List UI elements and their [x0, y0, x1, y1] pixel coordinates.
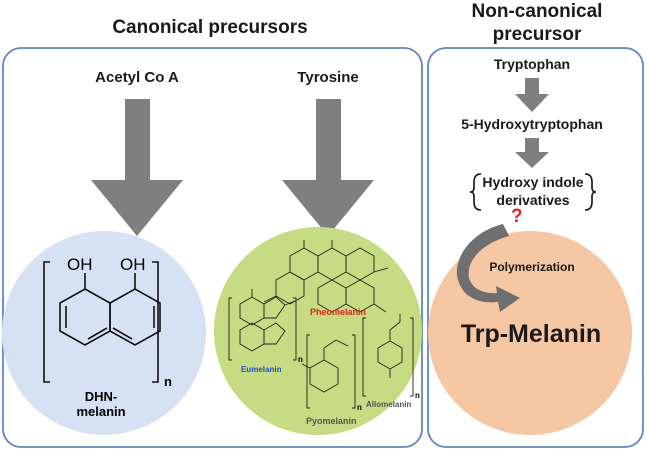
indole-right-brace: [584, 173, 597, 211]
question-mark: ?: [511, 206, 523, 227]
tyrosine-melanins-circle: [214, 227, 422, 435]
eumelanin-subscript-n: n: [298, 355, 303, 364]
tyrosine-arrow: [282, 99, 374, 236]
dhn-label-line1: DHN-: [85, 389, 118, 404]
eumelanin-label: Eumelanin: [241, 365, 282, 374]
canonical-panel: [2, 47, 423, 448]
acetyl-coa-label: Acetyl Co A: [95, 69, 179, 86]
pheomelanin-label: Pheomelanin: [310, 307, 366, 317]
trp-melanin-label: Trp-Melanin: [460, 320, 602, 348]
polymerization-arrow: [456, 224, 520, 312]
indole-label-line1: Hydroxy indole: [482, 174, 584, 190]
hydroxytryptophan-label: 5-Hydroxytryptophan: [461, 116, 603, 132]
pyomelanin-structure: [301, 334, 356, 409]
indole-label: Hydroxy indole derivatives: [476, 173, 590, 209]
noncanonical-header-line1: Non-canonical: [471, 1, 603, 22]
allomelanin-label: Allomelanin: [366, 400, 411, 409]
acetyl-arrow: [91, 99, 183, 236]
eumelanin-structure: [228, 289, 297, 361]
pyomelanin-label: Pyomelanin: [306, 416, 357, 426]
allomelanin-subscript-n: n: [415, 391, 420, 400]
noncanonical-panel: [427, 47, 644, 448]
allomelanin-structure: [362, 314, 414, 397]
indole-left-brace: [469, 173, 482, 211]
canonical-header: Canonical precursors: [112, 17, 308, 38]
noncanonical-header: Non-canonical precursor: [432, 0, 642, 46]
pheomelanin-structure: [263, 240, 389, 313]
dhn-label-line2: melanin: [76, 404, 125, 419]
dhn-structure: [43, 261, 161, 383]
dhn-subscript-n: n: [164, 374, 172, 389]
noncanonical-header-line2: precursor: [492, 24, 582, 45]
tryptophan-arrow: [515, 78, 549, 112]
tryptophan-label: Tryptophan: [493, 56, 571, 72]
oh-left-label: OH: [67, 255, 93, 274]
dhn-melanin-circle: [2, 231, 206, 435]
oh-right-label: OH: [120, 255, 146, 274]
pyomelanin-subscript-n: n: [357, 403, 362, 412]
indole-label-line2: derivatives: [496, 192, 570, 208]
trp-melanin-circle: [428, 231, 632, 435]
polymerization-label: Polymerization: [489, 260, 575, 274]
tyrosine-label: Tyrosine: [297, 69, 359, 86]
hydroxytryptophan-arrow: [515, 138, 549, 168]
